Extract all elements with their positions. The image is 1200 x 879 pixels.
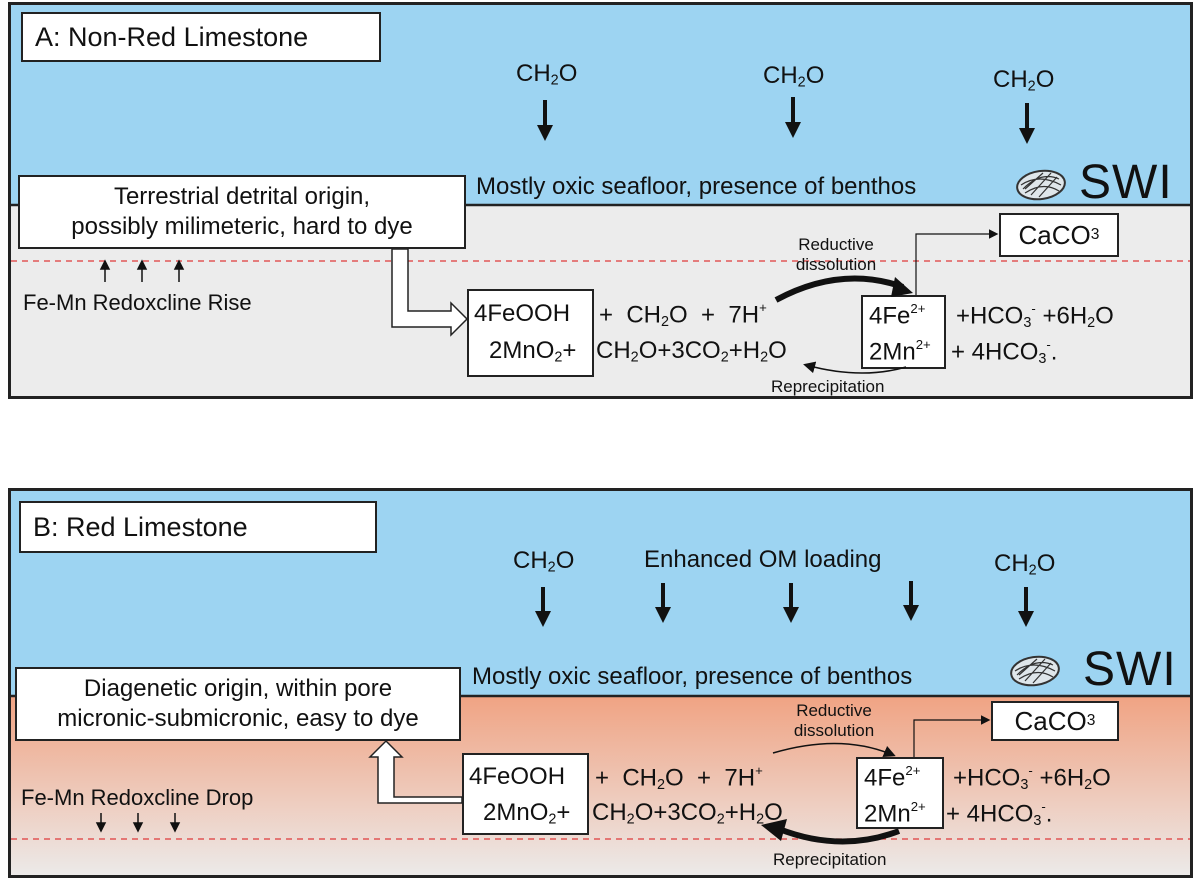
panel-a-ch2o-3: CH2O (993, 66, 1055, 95)
panel-a-reactant-extra2: CH2O+3CO2+H2O (596, 337, 787, 366)
panel-a-reprecipitation: Reprecipitation (771, 377, 885, 396)
panel-a-origin-note: Terrestrial detrital origin, possibly mi… (18, 175, 466, 249)
panel-b-reprecipitation: Reprecipitation (773, 850, 887, 869)
panel-a-reactant-mno2: 2MnO2+ (489, 337, 577, 366)
panel-a-reactant-extra1: + CH2O + 7H+ (599, 300, 767, 331)
panel-a-redoxcline-label: Fe-Mn Redoxcline Rise (23, 290, 252, 315)
panel-b-reductive-line2: dissolution (793, 721, 875, 740)
panel-a-swi-label: SWI (1079, 156, 1173, 209)
panel-b-title-text: B: Red Limestone (33, 511, 248, 542)
panel-b-reductive-line1: Reductive (796, 701, 872, 720)
panel-a-product-fe: 4Fe2+ (869, 301, 926, 330)
panel-b-om-loading: Enhanced OM loading (644, 546, 882, 573)
panel-b-seafloor-text: Mostly oxic seafloor, presence of bentho… (472, 663, 913, 690)
panel-a-products-box (861, 295, 946, 369)
panel-a-reductive-line1: Reductive (798, 235, 874, 254)
panel-a-product-extra1: +HCO3- +6H2O (956, 301, 1114, 332)
panel-b-origin-line2: micronic-submicronic, easy to dye (57, 705, 419, 732)
panel-a-reductive-dissolution: Reductive dissolution (771, 235, 901, 275)
panel-b-product-mn: 2Mn2+ (864, 799, 926, 828)
panel-b-red-limestone: B: Red Limestone CH2O Enhanced OM loadin… (8, 488, 1193, 878)
panel-b-reactants-box (462, 753, 589, 835)
panel-b-reactant-extra2: CH2O+3CO2+H2O (592, 799, 783, 828)
panel-b-reductive-dissolution: Reductive dissolution (769, 701, 899, 741)
panel-b-reactant-mno2: 2MnO2+ (483, 799, 571, 828)
panel-a-title-text: A: Non-Red Limestone (35, 21, 309, 52)
panel-b-product-fe: 4Fe2+ (864, 763, 921, 792)
panel-b-ch2o-2: CH2O (994, 550, 1056, 579)
panel-a-origin-line2: possibly milimeteric, hard to dye (71, 213, 413, 240)
panel-b-reactant-feooh: 4FeOOH (469, 763, 566, 790)
panel-a-product-mn: 2Mn2+ (869, 337, 931, 366)
panel-b-redoxcline-label: Fe-Mn Redoxcline Drop (21, 785, 254, 810)
panel-b-title: B: Red Limestone (19, 501, 377, 553)
panel-a-reactant-feooh: 4FeOOH (474, 300, 571, 327)
panel-b-origin-note: Diagenetic origin, within pore micronic-… (15, 667, 461, 741)
panel-a-origin-line1: Terrestrial detrital origin, (113, 183, 371, 210)
panel-a-seafloor-text: Mostly oxic seafloor, presence of bentho… (476, 173, 917, 200)
panel-a-reductive-line2: dissolution (795, 255, 877, 274)
panel-b-origin-line1: Diagenetic origin, within pore (83, 675, 393, 702)
panel-b-ch2o-1: CH2O (513, 547, 575, 576)
panel-b-swi-label: SWI (1083, 643, 1177, 696)
panel-a-ch2o-2: CH2O (763, 62, 825, 91)
panel-b-product-extra2: + 4HCO3-. (946, 799, 1053, 830)
panel-b-product-extra1: +HCO3- +6H2O (953, 763, 1111, 794)
panel-a-title: A: Non-Red Limestone (21, 12, 381, 62)
panel-a-ch2o-1: CH2O (516, 60, 578, 89)
panel-a-product-extra2: + 4HCO3-. (951, 337, 1058, 368)
panel-a-non-red-limestone: A: Non-Red Limestone CH2O CH2O CH2O Most… (8, 2, 1193, 399)
panel-b-reactant-extra1: + CH2O + 7H+ (595, 763, 763, 794)
